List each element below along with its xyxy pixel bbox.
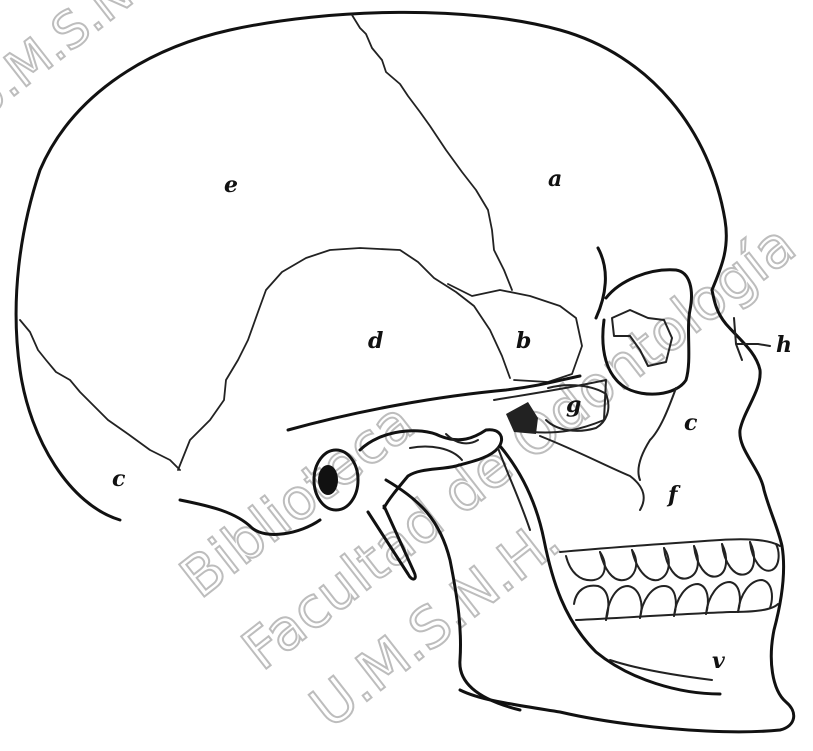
ear-canal	[318, 465, 338, 495]
lower-tooth-2	[606, 586, 642, 620]
label-b: b	[516, 328, 531, 354]
watermark-corner: U.M.S.N.H.	[0, 0, 197, 131]
upper-teeth	[560, 539, 780, 580]
label-d: d	[368, 328, 383, 354]
label-v: v	[712, 648, 725, 674]
label-h: h	[776, 332, 792, 358]
upper-tooth-7	[750, 542, 779, 571]
label-g: g	[566, 392, 581, 418]
upper-tooth-2	[600, 550, 636, 580]
upper-tooth-1	[566, 552, 605, 580]
lower-tooth-6	[738, 580, 772, 612]
lower-tooth-1	[574, 586, 608, 620]
sphenoid-border	[448, 284, 582, 382]
label-c-maxilla: c	[684, 410, 698, 436]
label-a: a	[548, 166, 562, 192]
upper-tooth-3	[632, 548, 669, 580]
label-c-occipital: c	[112, 466, 126, 492]
lower-tooth-3	[640, 586, 676, 618]
upper-gumline	[560, 539, 780, 552]
lower-tooth-5	[706, 582, 740, 614]
lower-teeth	[574, 580, 778, 620]
label-f: f	[666, 482, 681, 508]
lower-tooth-4	[674, 584, 708, 616]
label-e: e	[224, 172, 238, 198]
